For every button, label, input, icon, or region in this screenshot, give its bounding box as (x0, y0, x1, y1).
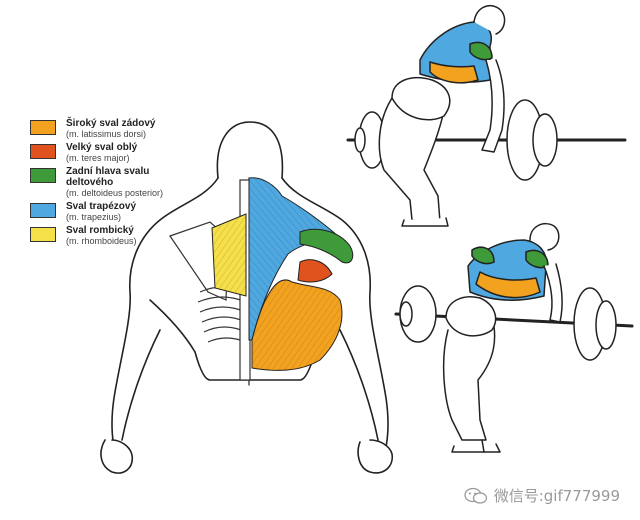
latissimus-dorsi-muscle (251, 279, 343, 371)
posterior-deltoid-muscle (299, 228, 354, 264)
legend-swatch (30, 227, 56, 242)
legend-swatch (30, 168, 56, 183)
legend-name: Sval rombický (66, 225, 134, 236)
legend-name: Sval trapézový (66, 201, 137, 212)
legend-swatch (30, 203, 56, 218)
legend-latin: (m. trapezius) (66, 212, 122, 222)
muscle-legend: Široký sval zádový (m. latissimus dorsi)… (30, 118, 220, 249)
legend-latin: (m. deltoideus posterior) (66, 188, 164, 198)
legend-latin: (m. latissimus dorsi) (66, 129, 147, 139)
legend-swatch (30, 120, 56, 135)
barbell-bottom (394, 285, 634, 361)
legend-swatch (30, 144, 56, 159)
legend-item-rhomboid: Sval rombický (m. rhomboideus) (30, 225, 220, 247)
teres-major-muscle (297, 259, 333, 283)
legend-latin: (m. teres major) (66, 153, 130, 163)
watermark: 微信号:gif777999 (464, 485, 620, 506)
legend-item-teres-major: Velký sval oblý (m. teres major) (30, 142, 220, 164)
watermark-text: 微信号:gif777999 (493, 487, 620, 505)
wechat-icon (464, 487, 487, 504)
rhomboid-muscle (211, 213, 247, 297)
bent-over-row-figure-top (346, 4, 627, 227)
legend-name: Velký sval oblý (66, 142, 138, 153)
legend-latin: (m. rhomboideus) (66, 236, 137, 246)
legend-name: Široký sval zádový (66, 118, 156, 129)
bent-over-row-figure-bottom (394, 222, 634, 453)
back-anatomy-figure (100, 121, 394, 474)
legend-item-latissimus: Široký sval zádový (m. latissimus dorsi) (30, 118, 220, 140)
legend-item-trapezius: Sval trapézový (m. trapezius) (30, 201, 220, 223)
legend-name: Zadní hlava svalu deltového (66, 166, 150, 188)
legend-item-deltoid: Zadní hlava svalu deltového (m. deltoide… (30, 166, 220, 199)
